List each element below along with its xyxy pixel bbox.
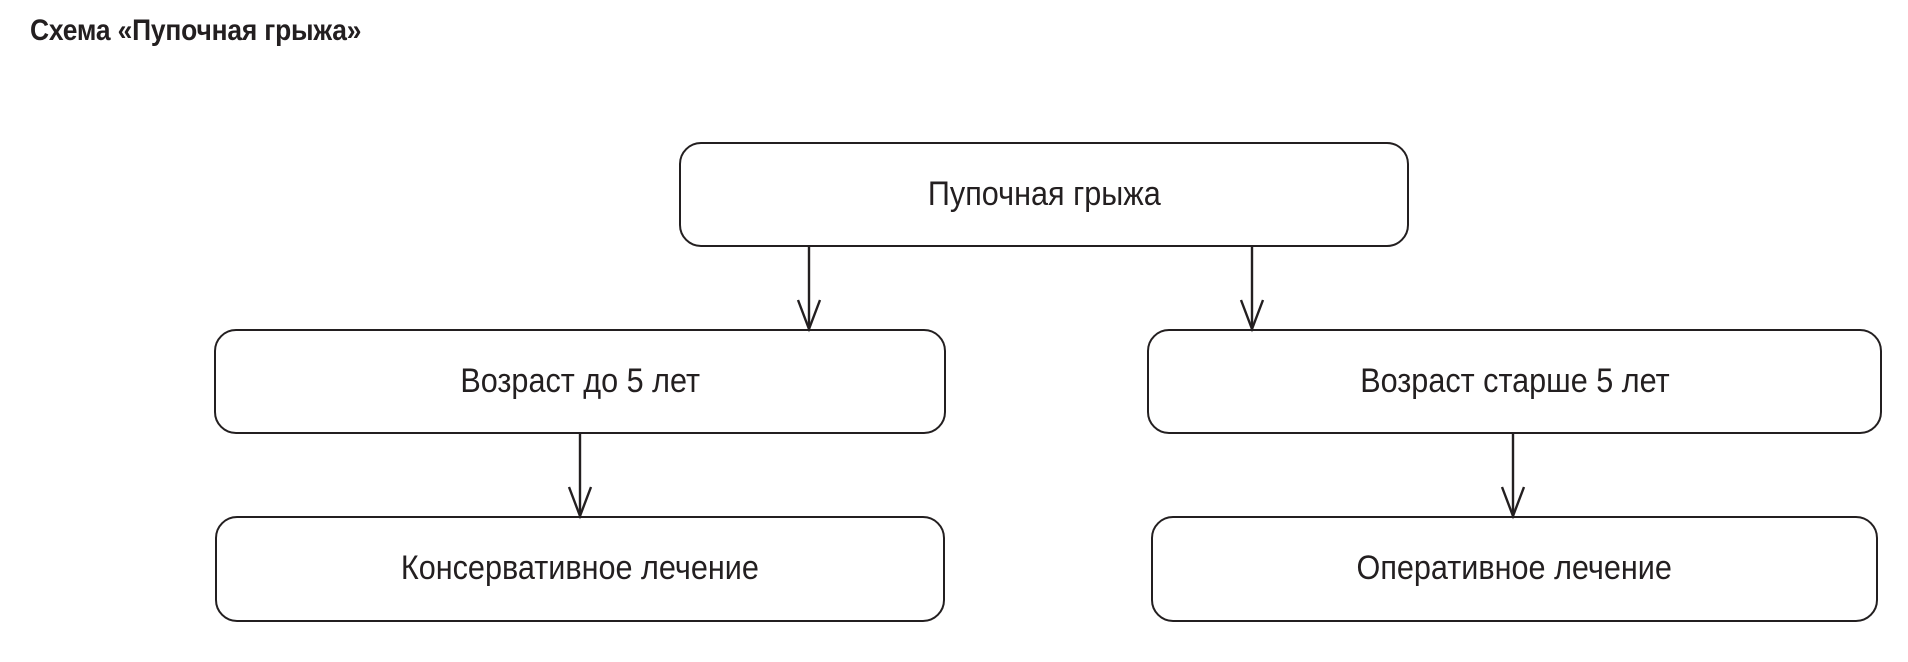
node-leaf-right-label: Оперативное лечение: [1356, 549, 1673, 588]
node-root[interactable]: Пупочная грыжа: [679, 142, 1409, 247]
node-branch-right-label: Возраст старше 5 лет: [1359, 361, 1670, 400]
page-title: Схема «Пупочная грыжа»: [30, 14, 362, 47]
edge-branch-left-to-leaf-left-arrowhead: [567, 486, 593, 520]
node-leaf-left-label: Консервативное лечение: [401, 549, 759, 588]
node-root-label: Пупочная грыжа: [927, 174, 1161, 213]
node-leaf-right[interactable]: Оперативное лечение: [1151, 516, 1878, 622]
node-branch-left[interactable]: Возраст до 5 лет: [214, 329, 946, 434]
edge-root-to-branch-left-arrowhead: [796, 299, 822, 333]
node-leaf-left[interactable]: Консервативное лечение: [215, 516, 945, 622]
edge-branch-right-to-leaf-right-arrowhead: [1500, 486, 1526, 520]
node-branch-left-label: Возраст до 5 лет: [460, 361, 700, 400]
edge-root-to-branch-right-arrowhead: [1239, 299, 1265, 333]
node-branch-right[interactable]: Возраст старше 5 лет: [1147, 329, 1882, 434]
